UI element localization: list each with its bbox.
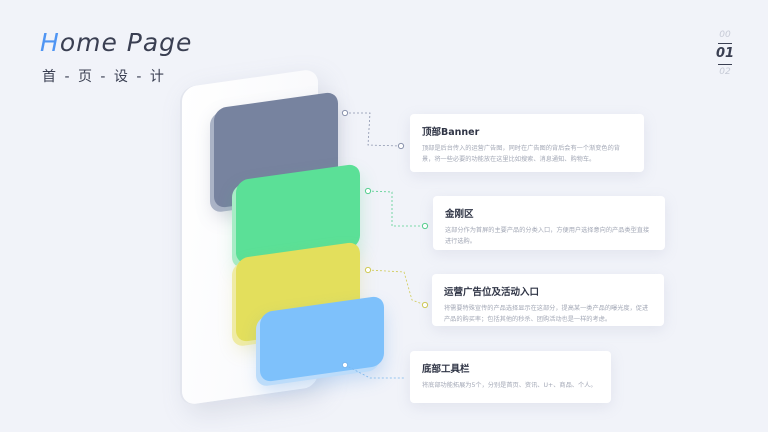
connector-ads — [367, 269, 426, 306]
connector-dot — [341, 109, 349, 117]
card-title: 金刚区 — [445, 209, 474, 220]
connector-dot — [364, 187, 372, 195]
page-next: 02 — [719, 67, 731, 77]
info-card-bottom-toolbar: 底部工具栏 将底部功能拓展为5个，分别是首页、资讯、U+、商品、个人。 — [410, 351, 611, 403]
card-title: 运营广告位及活动入口 — [444, 287, 540, 298]
page-title-initial: H — [40, 28, 60, 57]
info-card-top-banner: 顶部Banner 顶部是后台传入的运营广告图，同时在广告图的背后会有一个渐变色的… — [410, 114, 644, 172]
page-divider-bottom — [718, 64, 732, 65]
connector-dot — [397, 142, 405, 150]
card-description: 顶部是后台传入的运营广告图，同时在广告图的背后会有一个渐变色的背景，将一些必要的… — [422, 145, 620, 163]
page-indicator: 00 01 02 — [712, 30, 738, 78]
page-current: 01 — [715, 46, 735, 61]
page-subtitle: 首 - 页 - 设 - 计 — [42, 69, 166, 85]
card-description: 这部分作为首屏的主要产品的分类入口，方便用户选择意向的产品类型直接进行选购。 — [445, 227, 650, 245]
page-prev: 00 — [719, 30, 731, 40]
page-title: Home Page — [40, 28, 192, 57]
connector-dot — [341, 361, 349, 369]
info-card-ads-activity: 运营广告位及活动入口 将需要特殊宣传的产品选择显示在这部分，提高某一类产品的曝光… — [432, 274, 664, 326]
connector-toolbar — [344, 364, 404, 379]
connector-dot — [364, 266, 372, 274]
card-title: 顶部Banner — [422, 127, 480, 138]
page-divider-top — [718, 43, 732, 44]
connector-dot — [421, 222, 429, 230]
info-card-kingkong: 金刚区 这部分作为首屏的主要产品的分类入口，方便用户选择意向的产品类型直接进行选… — [433, 196, 665, 250]
connector-kingkong — [367, 190, 424, 227]
card-description: 将底部功能拓展为5个，分别是首页、资讯、U+、商品、个人。 — [422, 382, 597, 389]
page-title-rest: ome Page — [59, 28, 193, 57]
card-description: 将需要特殊宣传的产品选择显示在这部分，提高某一类产品的曝光度，促进产品的购买率；… — [444, 305, 649, 323]
connector-dot — [421, 301, 429, 309]
connector-top-banner — [345, 112, 401, 147]
card-title: 底部工具栏 — [422, 364, 470, 375]
